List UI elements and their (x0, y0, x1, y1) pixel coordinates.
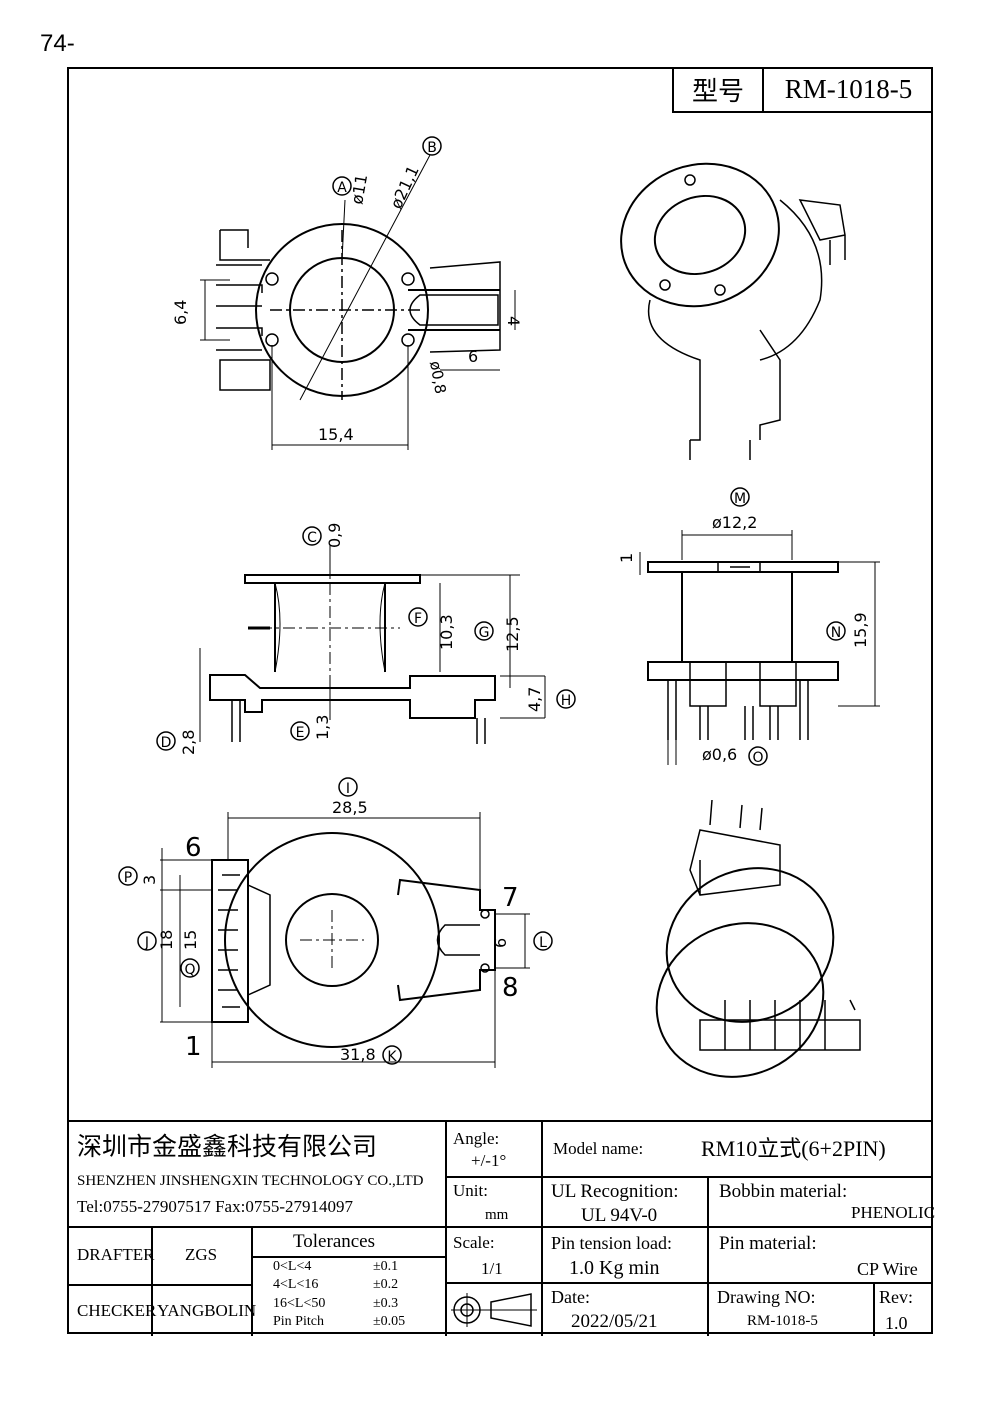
tolerance-range-3: 16<L<50 (273, 1296, 326, 1311)
bobbin-material-value: PHENOLIC (851, 1203, 936, 1222)
company-name-en: SHENZHEN JINSHENGXIN TECHNOLOGY CO.,LTD (77, 1173, 424, 1189)
angle-label: Angle: (453, 1129, 500, 1148)
unit-value: mm (485, 1207, 509, 1223)
rev-label: Rev: (879, 1287, 913, 1307)
drawing-frame (67, 67, 933, 1334)
tolerance-range-4: Pin Pitch (273, 1314, 324, 1329)
page-marker: 74- (40, 30, 75, 57)
iso-view-top (620, 162, 846, 460)
tolerance-value-2: ±0.2 (373, 1277, 399, 1292)
drafter-label: DRAFTER (77, 1245, 155, 1264)
pin-label-8: 8 (502, 973, 519, 1003)
dim-h: 4,7 (525, 687, 544, 712)
pin-label-1: 1 (185, 1032, 202, 1062)
checker-label: CHECKER (77, 1301, 157, 1320)
pin-material-value: CP Wire (857, 1259, 918, 1279)
dim-d: 2,8 (179, 730, 198, 755)
title-block: 深圳市金盛鑫科技有限公司 SHENZHEN JINSHENGXIN TECHNO… (67, 1120, 936, 1336)
drawing-no-value: RM-1018-5 (747, 1313, 818, 1329)
dim-width: 15,4 (318, 425, 354, 444)
tolerance-range-2: 4<L<16 (273, 1277, 319, 1292)
dim-g: 12,5 (503, 616, 522, 652)
iso-view-bottom (655, 799, 861, 1078)
date-label: Date: (551, 1287, 590, 1307)
checker-value: YANGBOLIN (157, 1301, 257, 1320)
dim-slot: 4 (504, 316, 523, 326)
dim-side-top: 1 (617, 553, 636, 563)
drawing-no-label: Drawing NO: (717, 1287, 816, 1307)
dim-q: 15 (181, 930, 200, 950)
label-q: Q (184, 962, 195, 978)
dim-height: 6,4 (171, 300, 190, 325)
tolerances-title: Tolerances (293, 1231, 376, 1252)
date-value: 2022/05/21 (571, 1311, 658, 1332)
label-h: H (561, 693, 572, 709)
scale-label: Scale: (453, 1233, 495, 1252)
label-m: M (734, 491, 746, 507)
dim-n: 15,9 (851, 612, 870, 648)
front-view (199, 545, 546, 744)
unit-label: Unit: (453, 1181, 488, 1200)
company-name-cn: 深圳市金盛鑫科技有限公司 (77, 1132, 378, 1161)
label-c: C (307, 530, 317, 546)
label-l: L (539, 935, 547, 951)
tolerance-value-3: ±0.3 (373, 1296, 399, 1311)
label-g: G (479, 625, 490, 641)
ul-label: UL Recognition: (551, 1181, 679, 1202)
dim-k: 31,8 (340, 1045, 376, 1064)
label-e: E (296, 725, 305, 741)
label-a: A (337, 180, 347, 196)
side-view (639, 530, 880, 765)
pin-material-label: Pin material: (719, 1233, 817, 1254)
dim-j: 18 (157, 930, 176, 950)
dim-f: 10,3 (437, 614, 456, 650)
rev-value: 1.0 (885, 1313, 908, 1333)
label-d: D (161, 735, 172, 751)
label-p: P (124, 870, 132, 886)
dim-p: 3 (140, 875, 159, 885)
company-contact: Tel:0755-27907517 Fax:0755-27914097 (77, 1197, 353, 1216)
pin-tension-value: 1.0 Kg min (569, 1257, 660, 1279)
dim-a: ø11 (347, 173, 371, 206)
label-f: F (414, 611, 422, 627)
model-box: 型号 RM-1018-5 (672, 67, 933, 113)
dim-hole: ø0,8 (426, 360, 449, 396)
model-box-label: 型号 (674, 67, 764, 111)
pin-label-6: 6 (185, 833, 202, 863)
bobbin-material-label: Bobbin material: (719, 1181, 848, 1202)
ul-value: UL 94V-0 (581, 1205, 658, 1226)
tolerance-value-4: ±0.05 (373, 1314, 406, 1329)
drafter-value: ZGS (185, 1245, 218, 1264)
tolerance-value-1: ±0.1 (373, 1259, 399, 1274)
pin-label-7: 7 (502, 883, 519, 913)
technical-drawing: A B ø11 ø21,1 15,4 6,4 4 6 ø0,8 (118, 136, 880, 1078)
label-n: N (831, 625, 841, 641)
bottom-view (160, 812, 530, 1068)
label-b: B (427, 140, 437, 156)
tolerance-range-1: 0<L<4 (273, 1259, 312, 1274)
model-name-value: RM10立式(6+2PIN) (701, 1136, 886, 1161)
pin-tension-label: Pin tension load: (551, 1233, 672, 1253)
dim-b: ø21,1 (386, 162, 422, 211)
label-o: O (752, 750, 763, 766)
label-j: J (144, 935, 149, 951)
dim-i: 28,5 (332, 798, 368, 817)
top-view (200, 154, 516, 450)
dim-l: 6 (491, 938, 510, 948)
dim-e: 1,3 (313, 715, 332, 740)
dim-m: ø12,2 (712, 513, 757, 532)
label-i: I (346, 781, 350, 797)
dim-o: ø0,6 (702, 745, 737, 764)
label-k: K (387, 1049, 397, 1065)
dim-c: 0,9 (325, 523, 344, 548)
scale-value: 1/1 (481, 1259, 503, 1278)
angle-value: +/-1° (471, 1151, 507, 1170)
model-name-label: Model name: (553, 1139, 644, 1158)
model-box-value: RM-1018-5 (784, 73, 913, 104)
projection-symbol-icon (451, 1293, 537, 1327)
dim-slot-len: 6 (468, 347, 478, 366)
